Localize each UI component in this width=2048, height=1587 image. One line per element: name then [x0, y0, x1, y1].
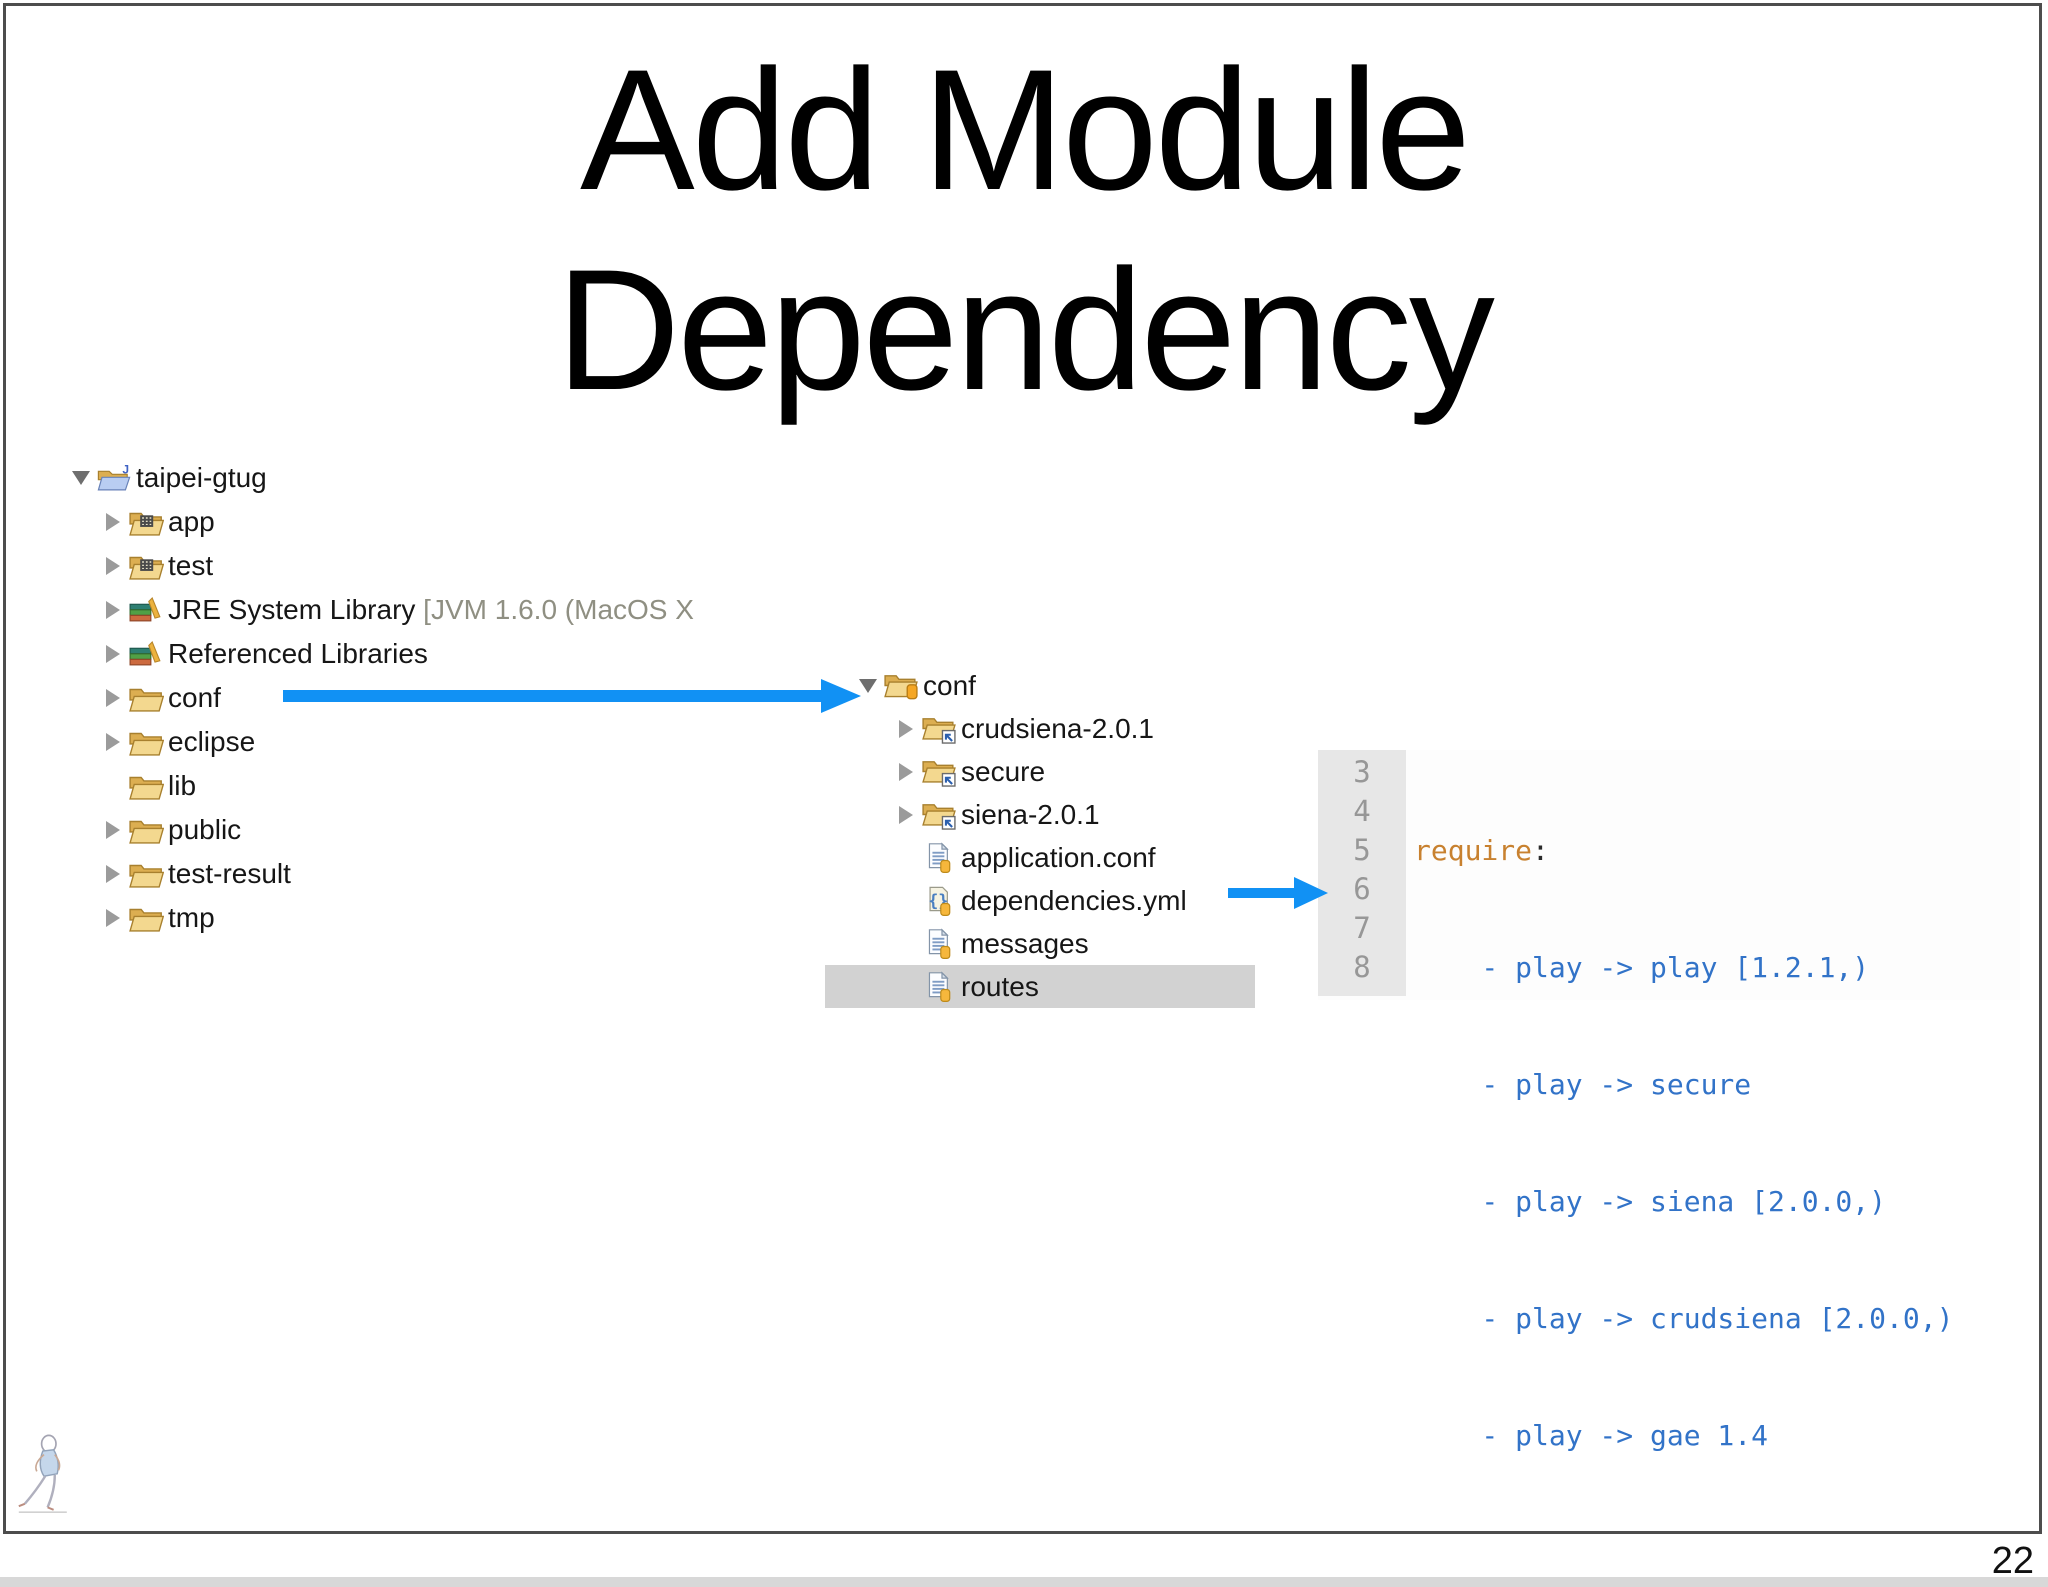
conf-folder-tree: conf crudsiena-2.0.1 secure siena-2.0.1 …: [825, 664, 1255, 1008]
tree-item-tmp[interactable]: tmp: [64, 896, 854, 940]
library-icon: [128, 595, 164, 626]
tree-item-eclipse[interactable]: eclipse: [64, 720, 854, 764]
tree-item-test-result[interactable]: test-result: [64, 852, 854, 896]
tree-item-app[interactable]: app: [64, 500, 854, 544]
arrow-conf-to-subtree: [283, 679, 861, 713]
code-line: - play -> crudsiena [2.0.0,): [1414, 1302, 1954, 1335]
slide-title-line1: Add Module: [580, 34, 1471, 226]
yml-file-icon: [921, 885, 957, 916]
expander-collapsed-icon[interactable]: [100, 683, 126, 713]
page-number: 22: [1991, 1540, 2034, 1582]
tree-item-taipei-gtug[interactable]: taipei-gtug: [64, 456, 854, 500]
tree-item-siena[interactable]: siena-2.0.1: [825, 793, 1255, 836]
source-folder-icon: [128, 551, 164, 582]
slide-title: Add Module Dependency: [0, 30, 2048, 430]
folder-icon: [128, 771, 164, 802]
code-line-require: require:: [1414, 834, 1549, 867]
expander-collapsed-icon[interactable]: [100, 903, 126, 933]
source-folder-icon: [128, 507, 164, 538]
expander-expanded-icon[interactable]: [855, 671, 881, 701]
line-number: 7: [1353, 911, 1371, 945]
code-lines: require: - play -> play [1.2.1,) - play …: [1414, 753, 1953, 1533]
expander-expanded-icon[interactable]: [68, 463, 94, 493]
expander-placeholder: [100, 771, 126, 801]
code-line: - play -> gae 1.4: [1414, 1419, 1769, 1452]
expander-placeholder: [893, 972, 919, 1002]
jre-decorator-text: [JVM 1.6.0 (MacOS X: [415, 594, 694, 625]
code-line: - play -> secure: [1414, 1068, 1752, 1101]
line-number-gutter: 3 4 5 6 7 8: [1318, 750, 1406, 996]
folder-icon: [128, 903, 164, 934]
java-project-icon: [96, 463, 132, 494]
line-number: 4: [1353, 794, 1371, 828]
line-number: 3: [1353, 755, 1371, 789]
line-number: 8: [1353, 950, 1371, 984]
folder-icon: [128, 727, 164, 758]
walking-person-sketch: [18, 1434, 67, 1514]
expander-collapsed-icon[interactable]: [100, 859, 126, 889]
expander-collapsed-icon[interactable]: [100, 595, 126, 625]
expander-placeholder: [893, 843, 919, 873]
tree-item-secure[interactable]: secure: [825, 750, 1255, 793]
folder-icon: [128, 815, 164, 846]
tree-item-jre-system-library[interactable]: JRE System Library [JVM 1.6.0 (MacOS X: [64, 588, 854, 632]
expander-collapsed-icon[interactable]: [100, 551, 126, 581]
tree-item-application-conf[interactable]: application.conf: [825, 836, 1255, 879]
expander-collapsed-icon[interactable]: [100, 815, 126, 845]
tree-item-referenced-libraries[interactable]: Referenced Libraries: [64, 632, 854, 676]
bottom-edge-strip: [0, 1577, 2048, 1587]
expander-placeholder: [893, 929, 919, 959]
project-explorer-tree: taipei-gtug app test JRE System Library …: [64, 456, 854, 940]
tree-item-lib[interactable]: lib: [64, 764, 854, 808]
linked-folder-icon: [921, 713, 957, 744]
expander-collapsed-icon[interactable]: [893, 757, 919, 787]
arrow-yml-to-code: [1228, 877, 1328, 909]
file-icon: [921, 971, 957, 1002]
expander-placeholder: [893, 886, 919, 916]
tree-item-routes[interactable]: routes: [825, 965, 1255, 1008]
folder-icon: [128, 859, 164, 890]
tree-item-conf[interactable]: conf: [64, 676, 854, 720]
tree-item-crudsiena[interactable]: crudsiena-2.0.1: [825, 707, 1255, 750]
expander-collapsed-icon[interactable]: [893, 800, 919, 830]
line-number: 6: [1353, 872, 1371, 906]
dependencies-yml-editor[interactable]: 3 4 5 6 7 8 require: - play -> play [1.2…: [1318, 750, 2020, 1452]
code-line: - play -> play [1.2.1,): [1414, 951, 1870, 984]
file-icon: [921, 842, 957, 873]
tree-item-test[interactable]: test: [64, 544, 854, 588]
expander-collapsed-icon[interactable]: [893, 714, 919, 744]
line-number: 5: [1353, 833, 1371, 867]
tree-item-public[interactable]: public: [64, 808, 854, 852]
linked-folder-icon: [921, 799, 957, 830]
file-icon: [921, 928, 957, 959]
linked-folder-icon: [921, 756, 957, 787]
expander-collapsed-icon[interactable]: [100, 727, 126, 757]
conf-open-folder-icon: [883, 670, 919, 701]
expander-collapsed-icon[interactable]: [100, 507, 126, 537]
slide-title-line2: Dependency: [556, 234, 1495, 426]
tree-item-messages[interactable]: messages: [825, 922, 1255, 965]
code-line: - play -> siena [2.0.0,): [1414, 1185, 1887, 1218]
folder-icon: [128, 683, 164, 714]
expander-collapsed-icon[interactable]: [100, 639, 126, 669]
library-icon: [128, 639, 164, 670]
tree-item-dependencies-yml[interactable]: dependencies.yml: [825, 879, 1255, 922]
tree-item-conf-expanded[interactable]: conf: [825, 664, 1255, 707]
